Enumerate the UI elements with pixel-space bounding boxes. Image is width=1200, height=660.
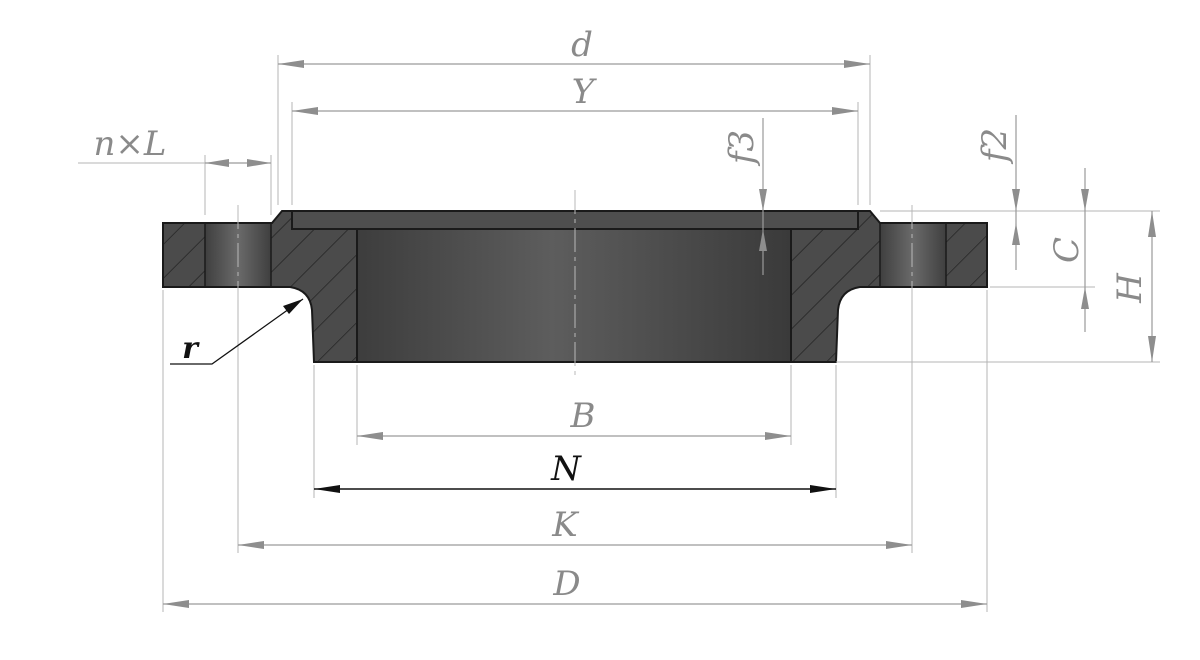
dimension-N: N bbox=[314, 449, 836, 493]
label-d: d bbox=[571, 25, 593, 65]
label-f2: f2 bbox=[975, 128, 1015, 165]
dimension-Y: Y bbox=[292, 72, 858, 115]
dimension-d: d bbox=[278, 25, 870, 68]
bolt-hole-right bbox=[879, 222, 947, 288]
dimension-K: K bbox=[238, 505, 912, 549]
bore bbox=[356, 228, 792, 363]
label-C: C bbox=[1047, 237, 1087, 263]
label-f3: f3 bbox=[722, 130, 762, 167]
label-Y: Y bbox=[572, 72, 598, 112]
dimension-nxL: n×L bbox=[94, 124, 271, 167]
label-H: H bbox=[1110, 272, 1150, 304]
label-B: B bbox=[570, 396, 596, 436]
dimension-r: r bbox=[170, 298, 304, 366]
extension-lines bbox=[78, 55, 1160, 612]
center-lines bbox=[237, 190, 913, 378]
label-N: N bbox=[550, 449, 582, 489]
label-K: K bbox=[551, 505, 580, 545]
dimension-H: H bbox=[1110, 211, 1156, 362]
dimension-D: D bbox=[163, 564, 987, 608]
dimension-B: B bbox=[357, 396, 791, 440]
dimension-f3: f3 bbox=[722, 118, 767, 275]
dimension-f2: f2 bbox=[975, 115, 1020, 270]
label-nxL: n×L bbox=[94, 124, 167, 164]
label-D: D bbox=[552, 564, 580, 604]
dimension-C: C bbox=[1047, 168, 1089, 332]
label-r: r bbox=[182, 331, 200, 366]
